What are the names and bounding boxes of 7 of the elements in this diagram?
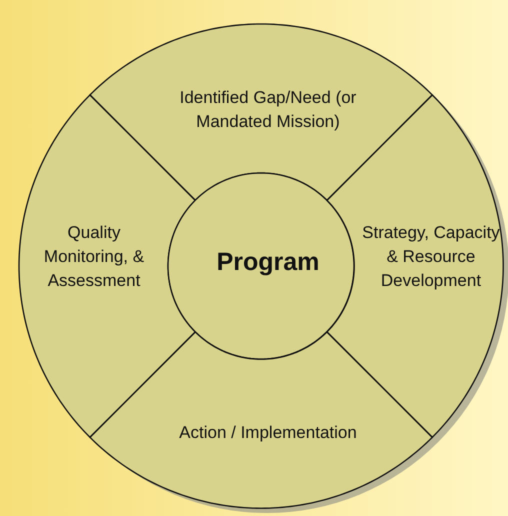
center-title: Program [216, 250, 320, 274]
segment-label: Strategy, Capacity & Resource Development [361, 222, 501, 292]
ring-segment [90, 24, 432, 200]
segment-label: Identified Gap/Need (or Mandated Mission) [178, 87, 358, 133]
segment-label: Quality Monitoring, & Assessment [42, 222, 146, 292]
segment-label: Action / Implementation [178, 422, 358, 444]
ring-segment [90, 332, 432, 508]
